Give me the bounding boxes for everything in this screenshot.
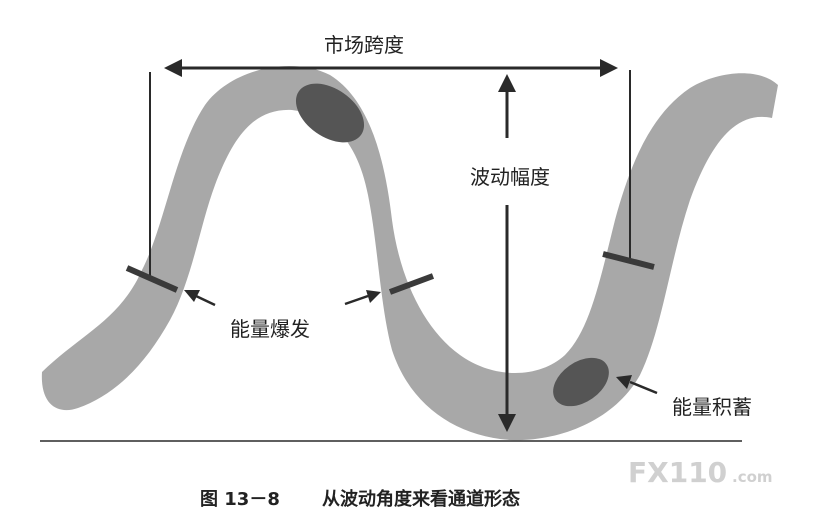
energy-burst-arrow-left	[195, 294, 216, 307]
amplitude-arrow-top-head	[498, 74, 516, 92]
energy-burst-arrow-right-head	[366, 290, 381, 303]
watermark-brand: FX110	[628, 456, 727, 489]
energy-accumulation-ellipse	[553, 357, 609, 407]
breakout-bar-right	[602, 251, 655, 270]
figure-title: 从波动角度来看通道形态	[322, 488, 520, 510]
breakout-bar-middle	[388, 273, 435, 295]
market-span-arrow-right-head	[600, 59, 618, 77]
figure-number: 图 13－8	[200, 489, 280, 510]
breakout-bar-left	[125, 265, 179, 293]
energy-burst-arrow-right	[344, 294, 369, 306]
energy-burst-label: 能量爆发	[230, 317, 310, 341]
market-span-arrow-left-head	[164, 59, 182, 77]
energy-cluster-top	[295, 83, 365, 143]
energy-accumulation-arrow	[629, 380, 658, 395]
wave-channel-band	[41, 66, 779, 441]
market-span-label: 市场跨度	[324, 33, 404, 57]
amplitude-arrow-bottom-head	[498, 414, 516, 432]
wave-amplitude-label: 波动幅度	[470, 165, 550, 189]
watermark-domain: .com	[732, 468, 773, 486]
energy-accumulation-label: 能量积蓄	[672, 395, 752, 419]
energy-accumulation-arrow-head	[616, 375, 632, 389]
energy-burst-arrow-left-head	[184, 290, 200, 302]
